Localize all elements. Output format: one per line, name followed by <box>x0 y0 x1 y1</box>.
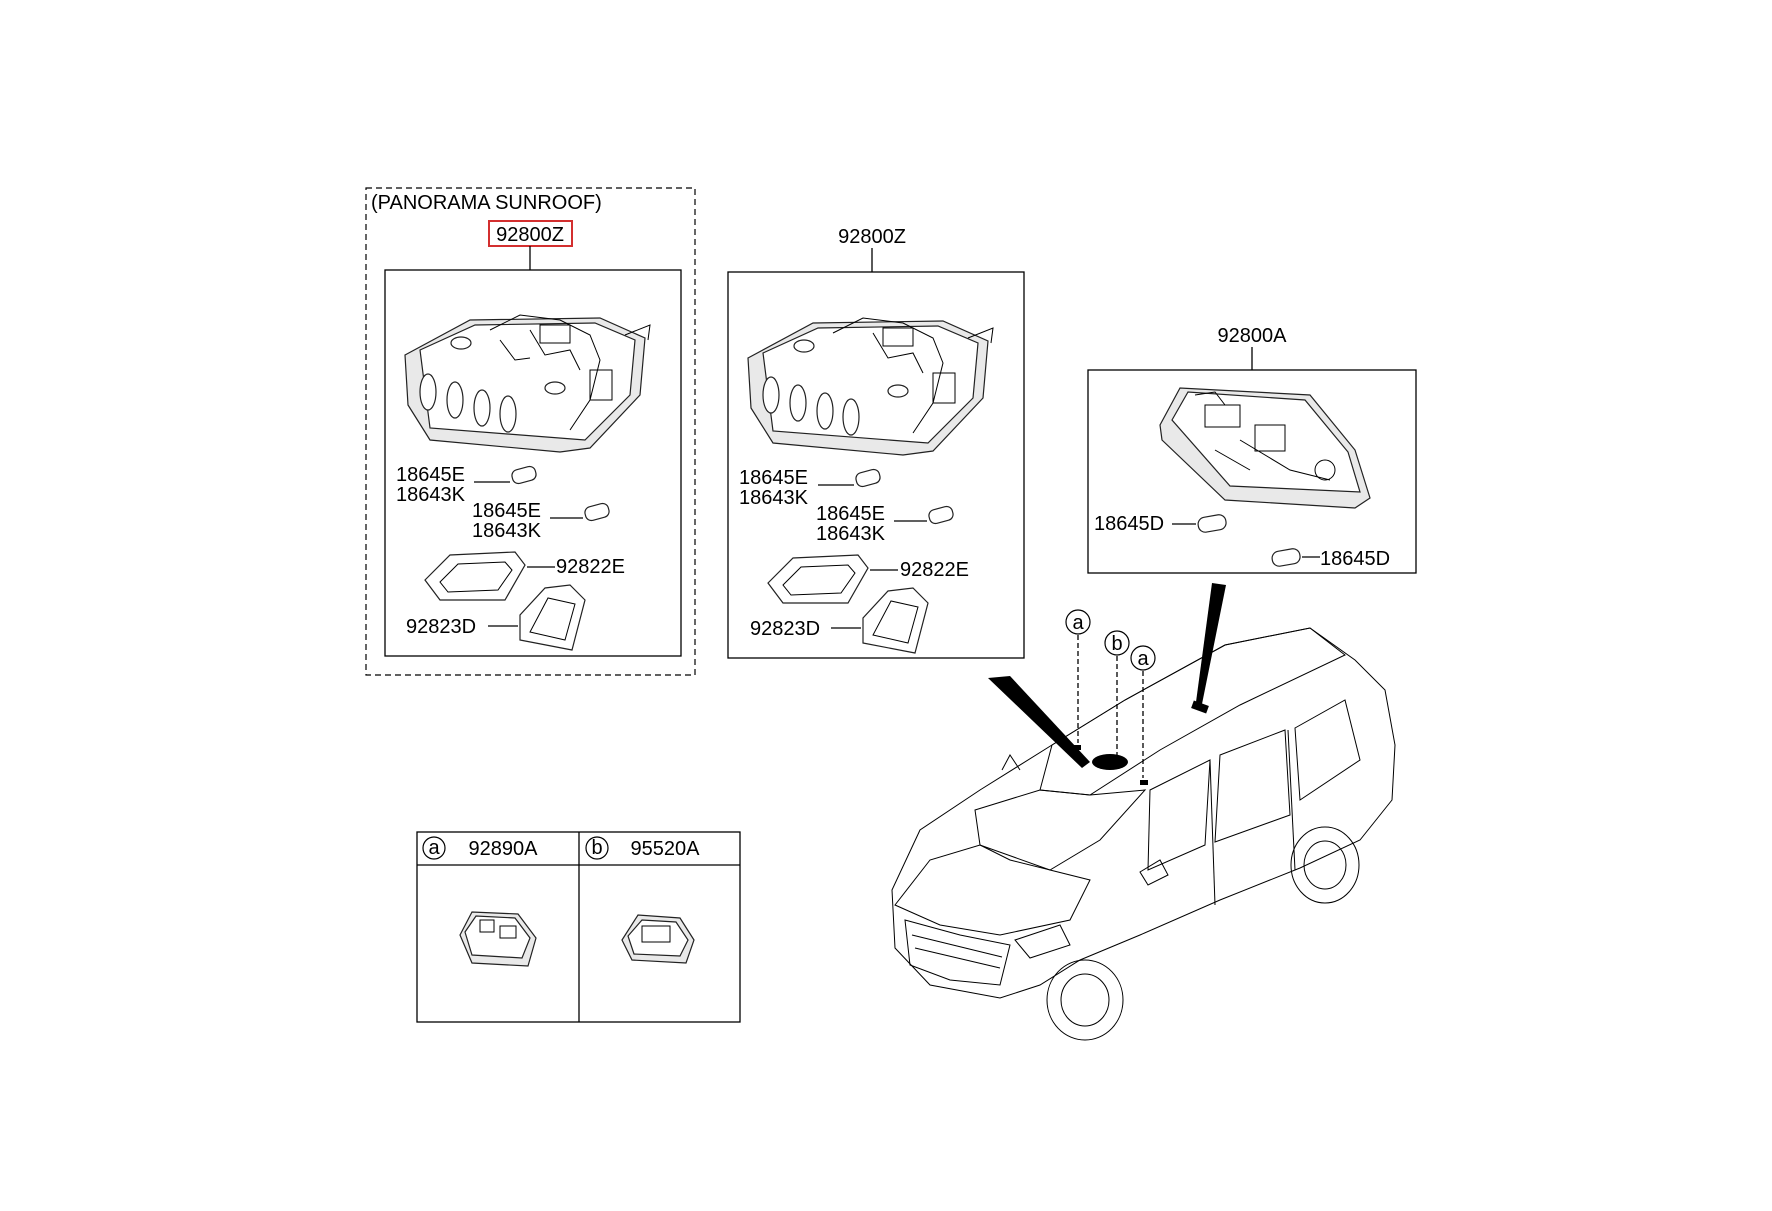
car-callout-a2-circle <box>1130 645 1156 671</box>
legend-b-drawing <box>621 914 695 964</box>
panorama-group: (PANORAMA SUNROOF) 92800Z 18645E <box>365 187 696 676</box>
standard-lens-label[interactable]: 92823D <box>750 618 820 640</box>
legend-b-marker: b <box>591 837 602 859</box>
car-callout-a1-circle <box>1065 609 1091 635</box>
panorama-bulb-2 <box>550 502 610 522</box>
standard-bezel-label[interactable]: 92822E <box>900 559 969 581</box>
panorama-bulb-2a-label[interactable]: 18645E <box>472 500 541 522</box>
standard-bulb-2b-label[interactable]: 18643K <box>816 523 886 545</box>
roof-spot-a1 <box>1073 745 1081 750</box>
legend-a-part-label[interactable]: 92890A <box>469 838 539 860</box>
panorama-lens-label[interactable]: 92823D <box>406 616 476 638</box>
car-callout-a2: a <box>1137 648 1149 670</box>
panorama-bezel-label[interactable]: 92822E <box>556 556 625 578</box>
vehicle-drawing: a b a <box>891 583 1396 1041</box>
roof-spot-rear <box>1191 700 1209 714</box>
panorama-bulb-1a-label[interactable]: 18645E <box>396 464 465 486</box>
standard-bulb-1b-label[interactable]: 18643K <box>739 487 809 509</box>
legend-b-part-label[interactable]: 95520A <box>631 838 701 860</box>
car-callout-b-circle <box>1104 630 1130 656</box>
standard-bulb-2 <box>894 505 954 525</box>
rear-lamp-drawing <box>1159 387 1371 509</box>
standard-bulb-2a-label[interactable]: 18645E <box>816 503 885 525</box>
pointer-rear <box>1196 583 1226 704</box>
car-callout-b: b <box>1111 633 1122 655</box>
panorama-bulb-2b-label[interactable]: 18643K <box>472 520 542 542</box>
legend-a-marker: a <box>428 837 440 859</box>
panorama-bulb-1b-label[interactable]: 18643K <box>396 484 466 506</box>
car-callout-a1: a <box>1072 612 1084 634</box>
panorama-lens <box>488 584 586 651</box>
rear-lamp-bulb-right-label[interactable]: 18645D <box>1320 548 1390 570</box>
overhead-console-drawing-standard <box>747 317 994 456</box>
standard-group: 92800Z 18645E 18643K 18645 <box>727 226 1025 659</box>
standard-bulb-1a-label[interactable]: 18645E <box>739 467 808 489</box>
rear-lamp-assembly-label[interactable]: 92800A <box>1218 325 1288 347</box>
rear-lamp-frame <box>1087 369 1417 574</box>
overhead-console-drawing <box>404 314 651 453</box>
panorama-parts-frame <box>384 269 682 657</box>
panorama-title: (PANORAMA SUNROOF) <box>371 192 602 214</box>
legend-b-circle <box>585 836 609 860</box>
panorama-bulb-1 <box>474 465 537 485</box>
roof-spot-a2 <box>1140 780 1148 785</box>
rear-lamp-bulb-right <box>1271 548 1320 567</box>
standard-lens <box>831 587 929 654</box>
standard-bulb-1 <box>818 468 881 488</box>
standard-assembly-label[interactable]: 92800Z <box>838 226 906 248</box>
standard-parts-frame <box>727 271 1025 659</box>
legend-table: a 92890A b 95520A <box>416 831 741 1023</box>
panorama-dashed-frame <box>365 187 696 676</box>
legend-a-drawing <box>459 911 537 967</box>
roof-spot-b <box>1092 754 1128 770</box>
legend-a-circle <box>422 836 446 860</box>
rear-lamp-group: 92800A 18645D 18645D <box>1087 325 1417 574</box>
rear-lamp-bulb-left <box>1172 514 1227 533</box>
panorama-assembly-label[interactable]: 92800Z <box>496 224 564 246</box>
rear-lamp-bulb-left-label[interactable]: 18645D <box>1094 513 1164 535</box>
standard-bezel <box>767 554 898 604</box>
pointer-front <box>988 676 1090 768</box>
panorama-bezel <box>424 551 555 601</box>
